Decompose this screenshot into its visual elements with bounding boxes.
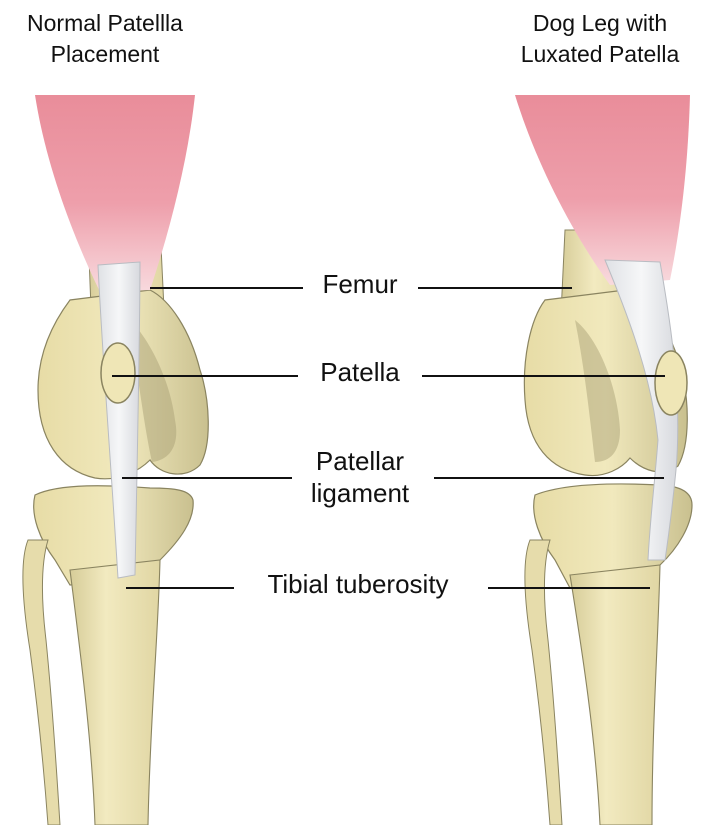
right-tibia-shaft xyxy=(570,565,660,825)
luxated-leg xyxy=(515,95,692,825)
right-quadriceps-muscle xyxy=(515,95,690,285)
normal-heading-line-1: Normal Patellla xyxy=(0,8,210,39)
patellar-ligament-label-line-2: ligament xyxy=(290,477,430,509)
luxated-heading-line-2: Luxated Patella xyxy=(500,39,700,70)
femur-label: Femur xyxy=(305,268,415,300)
normal-leg xyxy=(23,95,208,825)
left-quadriceps-muscle xyxy=(35,95,195,292)
luxated-heading-line-1: Dog Leg with xyxy=(500,8,700,39)
right-patella xyxy=(655,351,687,415)
patellar-ligament-label: Patellar ligament xyxy=(290,445,430,509)
luxated-patella-heading: Dog Leg with Luxated Patella xyxy=(500,8,700,70)
left-fibula xyxy=(23,540,60,825)
left-tibia-shaft xyxy=(70,560,160,825)
patellar-ligament-label-line-1: Patellar xyxy=(290,445,430,477)
patella-label: Patella xyxy=(300,356,420,388)
normal-heading-line-2: Placement xyxy=(0,39,210,70)
tibial-tuberosity-label: Tibial tuberosity xyxy=(232,568,484,600)
normal-placement-heading: Normal Patellla Placement xyxy=(0,8,210,70)
left-patella xyxy=(101,343,135,403)
right-fibula xyxy=(525,540,562,825)
